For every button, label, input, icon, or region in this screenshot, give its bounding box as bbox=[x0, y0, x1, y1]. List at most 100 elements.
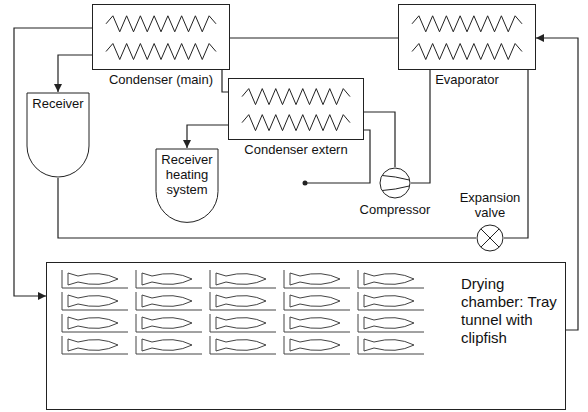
tray-outline bbox=[136, 336, 202, 354]
fish-tray bbox=[62, 336, 128, 354]
clipfish bbox=[216, 295, 266, 307]
tray-outline bbox=[284, 292, 350, 310]
fish-tray bbox=[210, 314, 276, 332]
node-label: Compressor bbox=[360, 202, 431, 217]
pipe-connector bbox=[58, 55, 92, 92]
tray-outline bbox=[284, 314, 350, 332]
clipfish bbox=[216, 317, 266, 329]
fish-tray bbox=[358, 270, 424, 288]
clipfish bbox=[364, 273, 414, 285]
clipfish bbox=[68, 273, 118, 285]
tray-outline bbox=[358, 270, 424, 288]
tray-outline bbox=[62, 270, 128, 288]
node-label: Condenser extern bbox=[244, 142, 347, 157]
tray-outline bbox=[358, 314, 424, 332]
receiver-tank: Receiver bbox=[26, 92, 90, 178]
fish-tray bbox=[136, 314, 202, 332]
compressor-symbol-outline bbox=[379, 167, 411, 199]
pipe-connector bbox=[364, 112, 395, 167]
tray-outline bbox=[62, 292, 128, 310]
heat-exchanger-coil bbox=[412, 16, 522, 32]
heat-exchanger-coil bbox=[242, 115, 350, 131]
fish-tray bbox=[284, 292, 350, 310]
fish-tray bbox=[284, 314, 350, 332]
tray-outline bbox=[210, 270, 276, 288]
fish-tray bbox=[210, 292, 276, 310]
condenser-box: Condenser extern bbox=[228, 78, 364, 140]
tank-outline bbox=[156, 149, 218, 222]
fish-tray bbox=[358, 292, 424, 310]
node-label: Condenser (main) bbox=[109, 72, 213, 87]
symbol-circle bbox=[380, 168, 410, 198]
symbol-mark bbox=[382, 176, 409, 191]
symbol-mark bbox=[481, 229, 499, 247]
pipe-connector bbox=[187, 125, 228, 148]
fish-tray bbox=[136, 270, 202, 288]
heat-exchanger-coil bbox=[412, 44, 522, 60]
pipe-connector bbox=[536, 38, 578, 330]
pipe-connector bbox=[58, 178, 476, 238]
tray-outline bbox=[284, 336, 350, 354]
pipe-connector bbox=[411, 70, 430, 183]
clipfish bbox=[364, 295, 414, 307]
tray-outline bbox=[210, 314, 276, 332]
node-label: Receiver heating system bbox=[155, 148, 219, 197]
pipe-connector bbox=[504, 70, 528, 238]
valve-symbol-outline bbox=[476, 224, 504, 252]
clipfish bbox=[290, 295, 340, 307]
clipfish bbox=[290, 339, 340, 351]
tray-outline bbox=[210, 336, 276, 354]
drying-chamber: Drying chamber: Tray tunnel with clipfis… bbox=[46, 262, 566, 410]
evaporator-box: Evaporator bbox=[398, 4, 536, 70]
tray-outline bbox=[358, 292, 424, 310]
fish-tray bbox=[358, 336, 424, 354]
node-label: Receiver bbox=[26, 92, 90, 111]
clipfish bbox=[68, 295, 118, 307]
clipfish bbox=[290, 317, 340, 329]
tank-outline bbox=[27, 93, 89, 177]
tray-outline bbox=[358, 336, 424, 354]
fish-tray bbox=[62, 314, 128, 332]
clipfish bbox=[364, 317, 414, 329]
fish-tray bbox=[210, 270, 276, 288]
fish-tray bbox=[62, 292, 128, 310]
heat-exchanger-coil bbox=[106, 44, 216, 60]
clipfish bbox=[364, 339, 414, 351]
clipfish bbox=[68, 317, 118, 329]
clipfish bbox=[68, 339, 118, 351]
compressor-symbol: Compressor bbox=[379, 167, 411, 199]
tray-outline bbox=[136, 270, 202, 288]
pipe-connector bbox=[14, 28, 92, 296]
tray-outline bbox=[284, 270, 350, 288]
clipfish bbox=[216, 273, 266, 285]
clipfish bbox=[290, 273, 340, 285]
clipfish bbox=[142, 273, 192, 285]
node-label: Evaporator bbox=[435, 72, 499, 87]
fish-tray bbox=[210, 336, 276, 354]
fish-tray bbox=[284, 270, 350, 288]
condenser-box: Condenser (main) bbox=[92, 4, 230, 70]
receiver-tank: Receiver heating system bbox=[155, 148, 219, 223]
clipfish bbox=[142, 339, 192, 351]
tray-outline bbox=[136, 292, 202, 310]
fish-tray bbox=[284, 336, 350, 354]
clipfish bbox=[142, 295, 192, 307]
clipfish bbox=[142, 317, 192, 329]
tray-outline bbox=[62, 336, 128, 354]
pipe-connector bbox=[230, 37, 398, 38]
node-label: Drying chamber: Tray tunnel with clipfis… bbox=[461, 275, 557, 347]
tray-outline bbox=[62, 314, 128, 332]
valve-symbol: Expansion valve bbox=[476, 224, 504, 252]
fish-tray bbox=[136, 336, 202, 354]
fish-tray bbox=[358, 314, 424, 332]
clipfish bbox=[216, 339, 266, 351]
tray-outline bbox=[210, 292, 276, 310]
heat-exchanger-coil bbox=[106, 16, 216, 32]
heat-exchanger-coil bbox=[242, 89, 350, 105]
node-label: Expansion valve bbox=[455, 190, 525, 220]
tray-outline bbox=[136, 314, 202, 332]
fish-tray bbox=[136, 292, 202, 310]
symbol-circle bbox=[477, 225, 503, 251]
fish-tray bbox=[62, 270, 128, 288]
